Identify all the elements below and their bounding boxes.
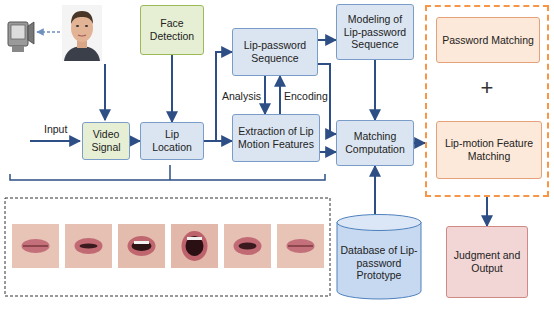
camera-stand xyxy=(12,46,24,52)
node-text: Judgment and Output xyxy=(450,249,524,274)
flow-arrow xyxy=(279,76,281,114)
flow-arrow xyxy=(486,197,488,226)
camera-body xyxy=(8,22,28,46)
shirt xyxy=(64,46,100,61)
process-box: Matching Computation xyxy=(336,120,414,166)
lip-image xyxy=(277,224,324,268)
output-box: Judgment and Output xyxy=(446,226,528,298)
node-text: Database of Lip-password Prototype xyxy=(340,244,418,282)
face-photo xyxy=(62,5,102,61)
camera-icon xyxy=(8,22,34,52)
lip-image xyxy=(224,224,271,268)
process-box: Extraction of Lip Motion Features xyxy=(232,114,320,162)
node-text: Face Detection xyxy=(144,17,200,42)
lip-image xyxy=(171,224,218,268)
process-box: Face Detection xyxy=(140,5,204,55)
node-text: Matching Computation xyxy=(340,130,410,155)
node-text: Password Matching xyxy=(442,34,534,47)
process-box: Modeling of Lip-password Sequence xyxy=(336,4,414,60)
cylinder-body xyxy=(337,222,421,299)
camera-screen xyxy=(11,25,25,39)
eye xyxy=(85,25,88,27)
mouth xyxy=(78,35,86,36)
process-box: Password Matching xyxy=(436,17,540,63)
process-box: Lip-motion Feature Matching xyxy=(436,121,542,179)
input-arrow xyxy=(30,140,80,142)
process-box: Lip Location xyxy=(140,122,204,160)
cylinder-top xyxy=(337,215,421,231)
lip-image xyxy=(65,224,112,268)
flow-arrow xyxy=(374,166,376,214)
node-text: Lip-motion Feature Matching xyxy=(440,137,538,162)
database-cylinder: Database of Lip-password Prototype xyxy=(336,214,422,300)
lip-strip-frame xyxy=(5,198,330,296)
dashed-arrow xyxy=(37,31,60,33)
eye xyxy=(76,25,79,27)
camera-arrow xyxy=(104,64,106,120)
flow-arrow xyxy=(414,142,425,144)
flow-arrow xyxy=(320,151,336,153)
flow-arrow xyxy=(171,55,173,122)
node-text: Extraction of Lip Motion Features xyxy=(236,125,316,150)
process-box: Lip-password Sequence xyxy=(232,28,318,76)
bracket xyxy=(10,165,325,180)
edge-label: Analysis xyxy=(222,90,261,103)
node-text: Video Signal xyxy=(86,128,126,153)
flow-arrow xyxy=(130,140,140,142)
node-text: Lip Location xyxy=(144,128,200,153)
node-text: Modeling of Lip-password Sequence xyxy=(340,13,410,51)
hair xyxy=(71,11,93,24)
photo-ground xyxy=(62,5,102,61)
lip-images xyxy=(12,224,324,268)
process-box: Video Signal xyxy=(82,122,130,160)
signal-label: Input xyxy=(44,123,67,136)
plus-sign: + xyxy=(427,77,547,99)
camera-lens xyxy=(28,22,34,44)
lip-image xyxy=(12,224,59,268)
flow-arrow xyxy=(374,60,376,120)
flow-arrow xyxy=(318,39,336,41)
lip-image xyxy=(118,224,165,268)
flow-arrow xyxy=(204,140,232,142)
dashed-group: + Password MatchingLip-motion Feature Mat… xyxy=(425,5,549,197)
flow-arrow xyxy=(264,76,266,114)
node-text: Lip-password Sequence xyxy=(236,39,314,64)
edge-label: Encoding xyxy=(284,90,328,103)
